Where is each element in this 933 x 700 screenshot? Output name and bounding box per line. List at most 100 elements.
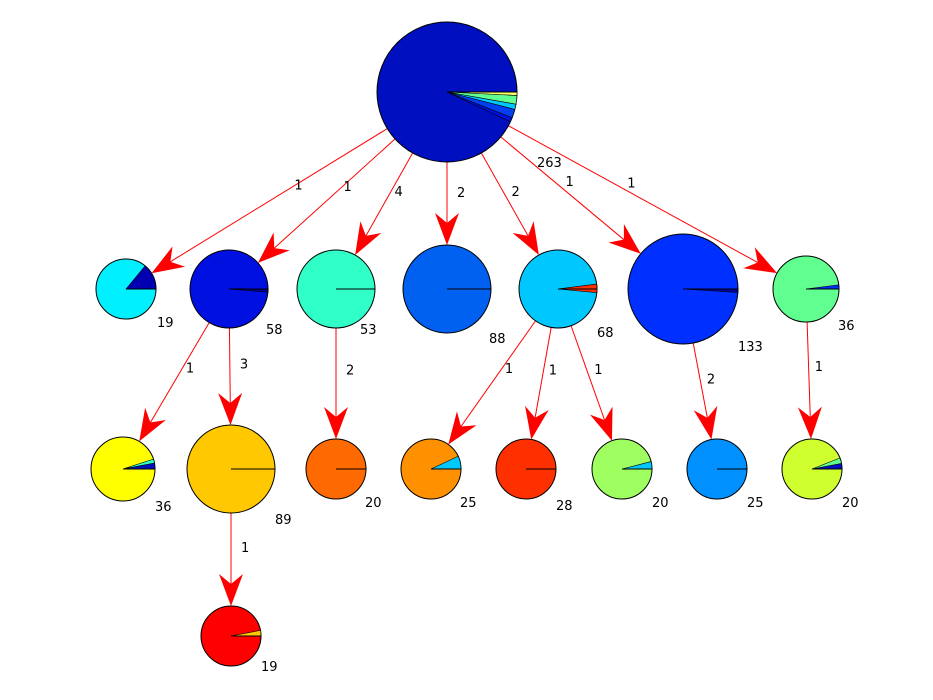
- edge-label: 1: [186, 362, 194, 377]
- pie-node-root[interactable]: 263: [376, 21, 562, 171]
- arrowhead-icon: [693, 405, 718, 440]
- node-count-label: 20: [365, 496, 382, 511]
- node-count-label: 88: [489, 332, 506, 347]
- node-count-label: 133: [738, 340, 763, 355]
- edge-label: 2: [457, 186, 465, 201]
- arrowhead-icon: [589, 406, 613, 441]
- edge: 1: [508, 125, 778, 274]
- node-count-label: 25: [460, 496, 477, 511]
- edge-line: [570, 325, 606, 423]
- edge-label: 1: [505, 362, 513, 377]
- edge: 4: [355, 152, 414, 256]
- node-count-label: 89: [275, 513, 292, 528]
- node-count-label: 28: [556, 499, 573, 514]
- edge-line: [272, 138, 396, 250]
- edge-line: [228, 327, 231, 406]
- edges: 1 1 4 2 2 1 1 1 3 2 1 1 1 2 1 1: [139, 125, 823, 606]
- pie-node-n25b[interactable]: 25: [686, 438, 764, 511]
- pie-node-n88[interactable]: 88: [402, 244, 506, 347]
- arrowhead-icon: [525, 405, 549, 440]
- edge-line: [806, 321, 811, 420]
- pie-node-n133[interactable]: 133: [627, 233, 763, 355]
- edge-label: 1: [815, 360, 823, 375]
- node-count-label: 20: [842, 496, 859, 511]
- edge: 1: [797, 321, 823, 440]
- edge-label: 1: [627, 177, 635, 192]
- edge-label: 1: [343, 180, 351, 195]
- pie-node-n19a[interactable]: 19: [95, 258, 174, 331]
- arrowhead-icon: [139, 407, 166, 442]
- edge-line: [148, 322, 210, 425]
- edge-label: 1: [549, 363, 557, 378]
- edge-label: 1: [594, 363, 602, 378]
- edge-line: [500, 136, 626, 242]
- arrowhead-icon: [512, 221, 539, 256]
- edge-line: [534, 327, 552, 420]
- edge-line: [364, 152, 414, 238]
- node-count-label: 53: [360, 323, 377, 338]
- pie-node-n36b[interactable]: 36: [90, 436, 172, 515]
- pie-node-n20c[interactable]: 20: [781, 438, 859, 511]
- edge: 1: [500, 136, 641, 254]
- edge-line: [508, 125, 760, 264]
- edge: 1: [448, 320, 536, 445]
- arrowhead-icon: [608, 224, 641, 254]
- edge-label: 2: [346, 364, 354, 379]
- nodes: 263 19 58 53 88 68 133 36 36 89 20 25 28 20 25 20 19: [90, 21, 859, 675]
- arrowhead-icon: [151, 246, 186, 274]
- pie-node-n53[interactable]: 53: [296, 249, 377, 338]
- edge: 2: [692, 342, 718, 440]
- edge: 1: [139, 322, 210, 442]
- edge: 1: [219, 513, 249, 606]
- pie-slice: [557, 283, 598, 293]
- edge: 2: [435, 162, 465, 245]
- arrowhead-icon: [218, 392, 243, 426]
- edge-label: 2: [512, 185, 520, 200]
- pie-slice: [122, 458, 155, 470]
- edge-line: [168, 128, 388, 264]
- pie-node-n19b[interactable]: 19: [200, 605, 278, 675]
- edge: 3: [218, 327, 248, 426]
- arrowhead-icon: [324, 407, 348, 439]
- pie-node-n58[interactable]: 58: [189, 249, 283, 338]
- pie-node-n89[interactable]: 89: [186, 424, 292, 528]
- edge-label: 1: [241, 541, 249, 556]
- edge-line: [692, 342, 709, 420]
- node-count-label: 36: [155, 500, 172, 515]
- edge-label: 1: [566, 175, 574, 190]
- node-count-label: 68: [597, 326, 614, 341]
- edge: 1: [570, 325, 613, 441]
- arrowhead-icon: [257, 232, 290, 263]
- pie-node-n20b[interactable]: 20: [591, 438, 669, 511]
- edge: 1: [257, 138, 396, 263]
- edge-line: [480, 152, 530, 238]
- edge-label: 1: [294, 178, 302, 193]
- arrowhead-icon: [797, 406, 822, 440]
- node-count-label: 19: [261, 660, 278, 675]
- arrowhead-icon: [448, 411, 477, 445]
- edge: 1: [525, 327, 557, 440]
- node-count-label: 25: [747, 496, 764, 511]
- pie-node-n28[interactable]: 28: [495, 438, 573, 514]
- node-count-label: 20: [652, 496, 669, 511]
- node-count-label: 36: [838, 319, 855, 334]
- pie-slice: [446, 91, 513, 123]
- pie-node-n25a[interactable]: 25: [400, 438, 477, 511]
- edge-line: [459, 320, 536, 429]
- arrowhead-icon: [219, 574, 243, 606]
- edge: 1: [151, 128, 388, 274]
- pie-node-n20a[interactable]: 20: [305, 438, 382, 511]
- node-count-label: 58: [266, 323, 283, 338]
- pie-slice: [811, 457, 842, 470]
- edge: 2: [324, 328, 354, 439]
- edge-label: 2: [707, 373, 715, 388]
- node-count-label: 19: [157, 316, 174, 331]
- arrowhead-icon: [743, 247, 778, 274]
- pie-node-n36a[interactable]: 36: [772, 255, 855, 334]
- edge: 2: [480, 152, 539, 256]
- pie-node-n68[interactable]: 68: [518, 249, 614, 341]
- edge-label: 3: [240, 358, 248, 373]
- edge-label: 4: [394, 185, 402, 200]
- node-count-label: 263: [537, 156, 562, 171]
